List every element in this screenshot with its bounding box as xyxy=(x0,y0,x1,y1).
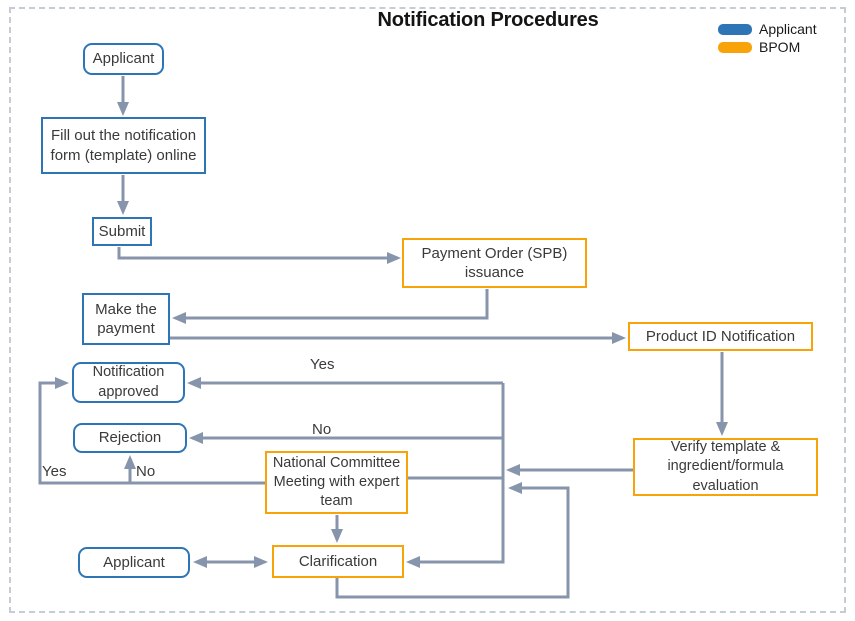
edge-label-committee-no: No xyxy=(136,463,156,480)
connector-clarification-loop-to-junction xyxy=(335,482,570,599)
legend-swatch-applicant xyxy=(718,23,752,35)
legend-label-applicant: Applicant xyxy=(759,21,817,37)
node-applicant-start-label: Applicant xyxy=(92,50,155,68)
node-rejection-label: Rejection xyxy=(98,429,162,447)
node-submit: Submit xyxy=(92,217,152,246)
node-make-payment-label: Make the payment xyxy=(95,300,157,338)
node-product-id: Product ID Notification xyxy=(628,322,813,351)
node-rejection: Rejection xyxy=(73,423,187,453)
node-fill-form-label: Fill out the notification form (template… xyxy=(50,127,197,164)
edge-label-verify-yes: Yes xyxy=(310,356,335,373)
node-payment-order-label: Payment Order (SPB) issuance xyxy=(421,244,568,282)
node-applicant-start: Applicant xyxy=(83,43,164,75)
node-verify-label: Verify template & ingredient/formula eva… xyxy=(667,439,784,494)
node-verify: Verify template & ingredient/formula eva… xyxy=(633,438,818,496)
connector-submit-to-paymentorder xyxy=(117,247,401,264)
legend-swatch-bpom xyxy=(718,41,752,53)
node-national-committee-label: National Committee Meeting with expert t… xyxy=(272,454,401,510)
edge-label-committee-yes: Yes xyxy=(42,463,67,480)
node-notification-approved: Notification approved xyxy=(72,362,185,403)
legend: Applicant BPOM xyxy=(718,20,817,56)
dashed-border-frame xyxy=(9,7,846,613)
node-notification-approved-label: Notification approved xyxy=(92,364,165,400)
node-payment-order: Payment Order (SPB) issuance xyxy=(402,238,587,288)
node-national-committee: National Committee Meeting with expert t… xyxy=(265,451,408,514)
node-applicant-end: Applicant xyxy=(78,547,190,578)
edge-label-verify-no: No xyxy=(312,421,332,438)
diagram-title: Notification Procedures xyxy=(377,9,599,31)
node-product-id-label: Product ID Notification xyxy=(645,327,796,345)
node-fill-form: Fill out the notification form (template… xyxy=(41,117,206,174)
node-clarification-label: Clarification xyxy=(298,552,378,570)
node-clarification: Clarification xyxy=(272,545,404,578)
connector-paymentorder-to-makepayment xyxy=(172,289,489,324)
connector-junction-spine-to-clarification xyxy=(406,383,505,568)
legend-item-applicant: Applicant xyxy=(718,20,817,38)
node-make-payment: Make the payment xyxy=(82,293,170,345)
legend-label-bpom: BPOM xyxy=(759,39,801,55)
legend-item-bpom: BPOM xyxy=(718,38,817,56)
connector-committee-yes-to-approved xyxy=(38,377,265,485)
node-submit-label: Submit xyxy=(98,222,146,240)
node-applicant-end-label: Applicant xyxy=(103,553,165,571)
